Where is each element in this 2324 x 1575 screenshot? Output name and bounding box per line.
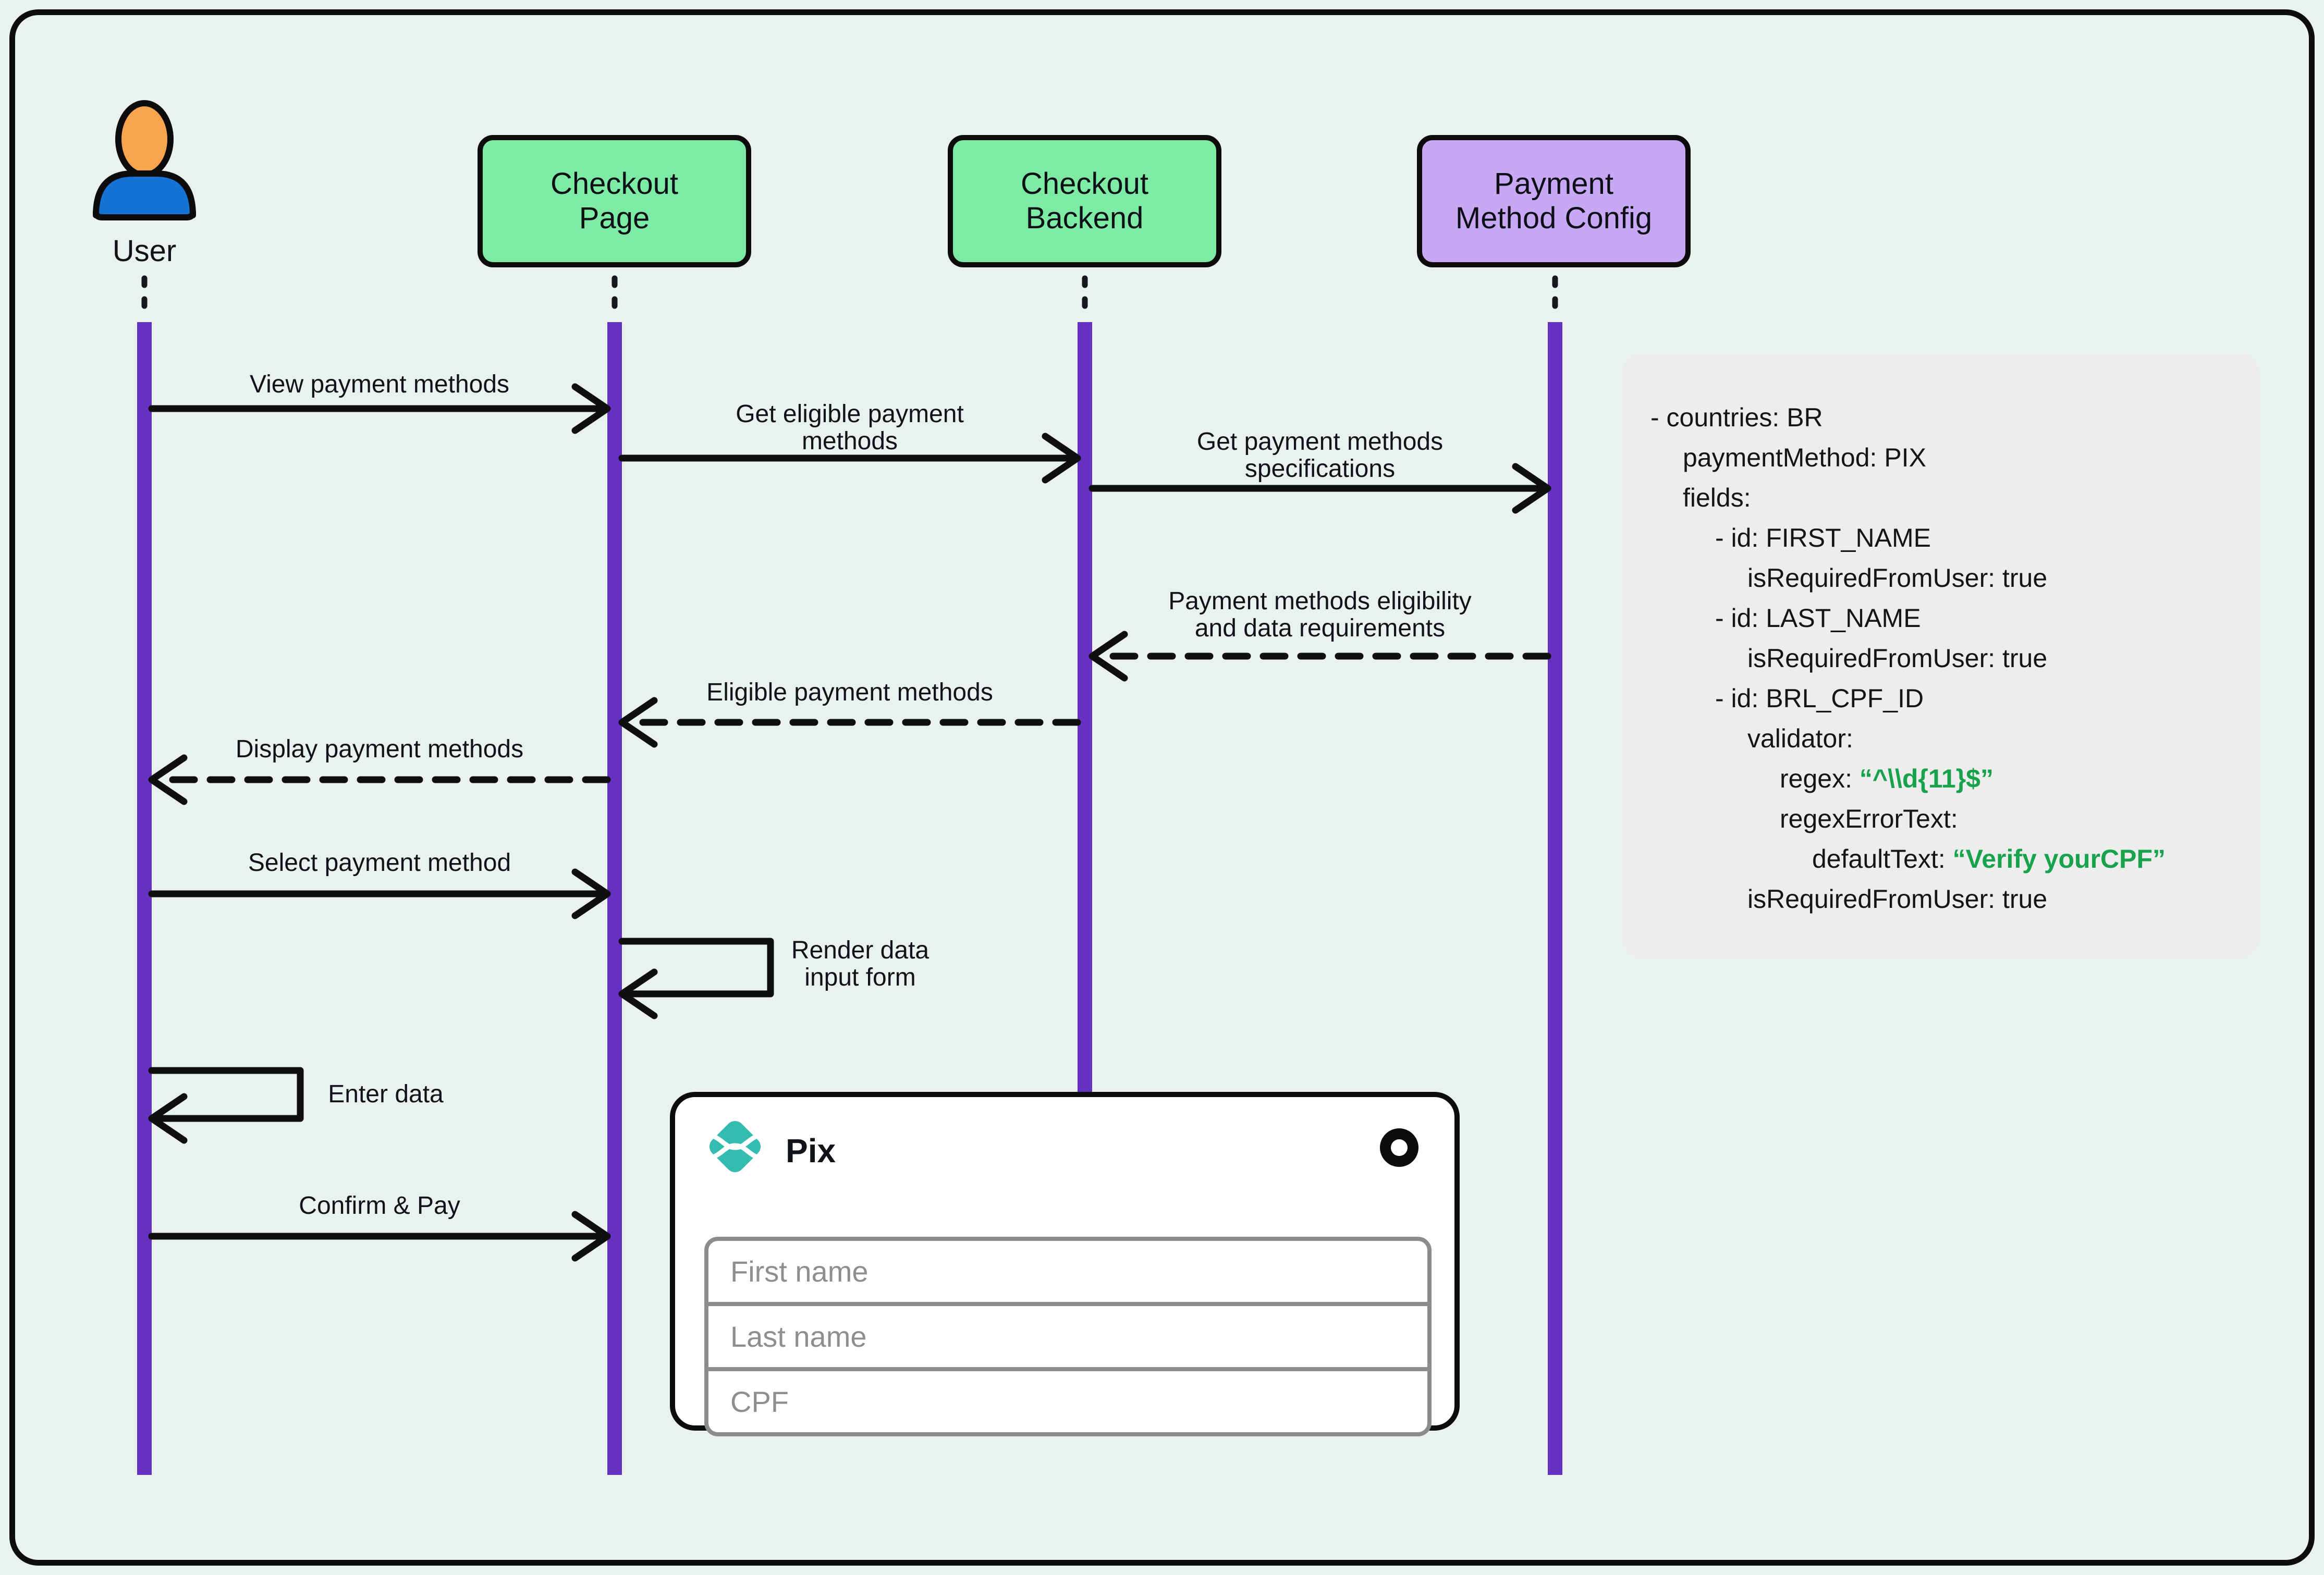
arrow-display-payment-methods xyxy=(148,754,611,805)
actor-box-checkout-page: Checkout Page xyxy=(478,135,751,267)
lifeline-user xyxy=(137,322,152,1475)
user-body xyxy=(93,170,196,220)
lifeline-dotted-connectors xyxy=(141,275,1558,319)
message-view-payment-methods: View payment methods xyxy=(249,371,510,398)
config-line: isRequiredFromUser: true xyxy=(1747,644,2048,673)
actor-label-user: User xyxy=(112,234,177,268)
config-line: fields: xyxy=(1683,483,1751,512)
pix-payment-method-card: Pix First name Last name CPF xyxy=(670,1092,1460,1436)
config-line: isRequiredFromUser: true xyxy=(1747,884,2048,914)
config-line: paymentMethod: PIX xyxy=(1683,443,1926,472)
config-line: isRequiredFromUser: true xyxy=(1747,563,2048,593)
message-render-data-input-form: Render data input form xyxy=(791,937,929,991)
pix-title: Pix xyxy=(786,1132,836,1170)
config-line: - id: BRL_CPF_ID xyxy=(1715,684,1924,713)
last-name-input[interactable]: Last name xyxy=(708,1306,1427,1371)
config-line: - id: LAST_NAME xyxy=(1715,604,1921,633)
user-head xyxy=(115,100,174,178)
arrow-enter-data xyxy=(148,1067,304,1144)
lifelines xyxy=(137,322,1562,1475)
arrow-confirm-and-pay xyxy=(148,1211,611,1262)
arrow-render-data-input-form xyxy=(618,938,774,1019)
user-person-icon xyxy=(93,100,196,220)
pix-radio-inner-dot xyxy=(1391,1139,1408,1156)
arrow-select-payment-method xyxy=(148,868,611,919)
message-display-payment-methods: Display payment methods xyxy=(235,735,524,763)
config-line: - countries: BR xyxy=(1650,403,1823,432)
message-enter-data: Enter data xyxy=(328,1080,444,1108)
arrow-get-payment-methods-specifications xyxy=(1088,463,1551,514)
message-select-payment-method: Select payment method xyxy=(248,849,511,877)
arrow-get-eligible-payment-methods xyxy=(618,433,1081,484)
message-payment-methods-eligibility: Payment methods eligibility and data req… xyxy=(1168,587,1472,642)
arrow-view-payment-methods xyxy=(148,383,611,434)
config-line: regex: “^\\d{11}$” xyxy=(1780,764,1993,793)
message-get-eligible-payment-methods: Get eligible payment methods xyxy=(736,400,964,455)
message-eligible-payment-methods: Eligible payment methods xyxy=(706,679,993,706)
message-get-payment-methods-specifications: Get payment methods specifications xyxy=(1196,428,1444,483)
payment-method-config-panel: - countries: BR paymentMethod: PIX field… xyxy=(1622,353,2259,958)
actor-box-payment-method-config: Payment Method Config xyxy=(1417,135,1691,267)
config-line: - id: FIRST_NAME xyxy=(1715,523,1931,552)
pix-logo-icon xyxy=(705,1121,765,1173)
lifeline-checkout-backend xyxy=(1078,322,1092,1094)
arrow-eligible-payment-methods xyxy=(618,697,1081,748)
pix-form-fields: First name Last name CPF xyxy=(704,1237,1432,1436)
lifeline-payment-method-config xyxy=(1548,322,1562,1475)
config-line: regexErrorText: xyxy=(1780,804,1958,833)
message-confirm-and-pay: Confirm & Pay xyxy=(299,1192,460,1220)
first-name-input[interactable]: First name xyxy=(708,1241,1427,1306)
cpf-input[interactable]: CPF xyxy=(730,1385,789,1418)
pix-radio-selected[interactable] xyxy=(1380,1128,1418,1167)
actor-box-checkout-backend: Checkout Backend xyxy=(948,135,1221,267)
lifeline-checkout-page xyxy=(607,322,622,1475)
arrow-payment-methods-eligibility xyxy=(1088,631,1551,682)
config-line: defaultText: “Verify yourCPF” xyxy=(1812,844,2166,873)
config-line: validator: xyxy=(1747,724,1853,753)
